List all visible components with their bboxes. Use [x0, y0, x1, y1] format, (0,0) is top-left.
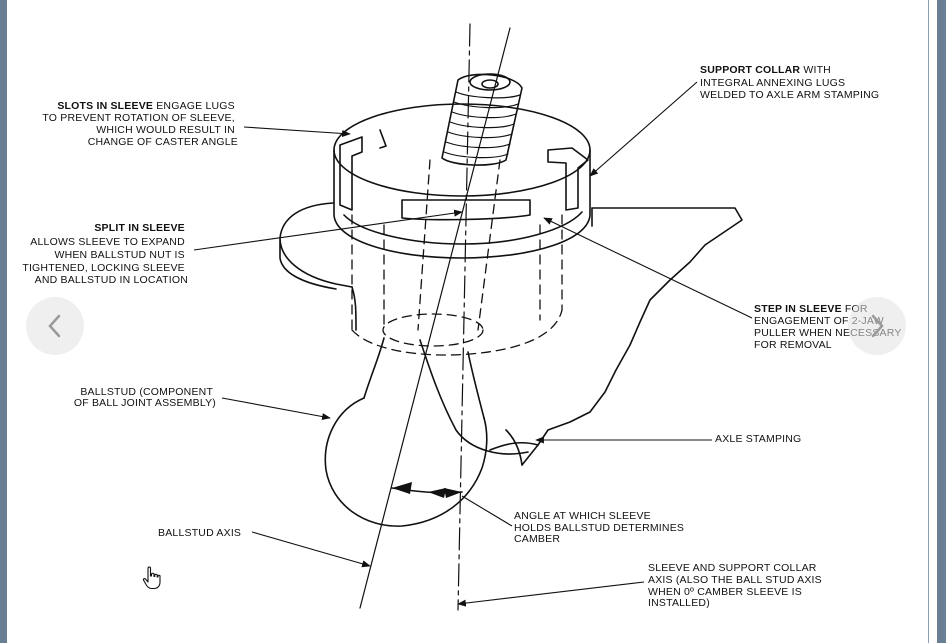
- ballstud-thread: [441, 73, 523, 166]
- camber-arrow-left: [392, 482, 412, 494]
- label-split: SPLIT IN SLEEVE ALLOWS SLEEVE TO EXPAND …: [22, 222, 188, 286]
- sleeve-hidden-neck: [382, 313, 484, 347]
- ballstud-ball: [324, 397, 488, 527]
- ballstud-internal: [419, 339, 529, 455]
- label-ballstud: BALLSTUD (COMPONENT OF BALL JOINT ASSEMB…: [74, 386, 216, 409]
- next-image-button[interactable]: [848, 297, 906, 355]
- sleeve-hidden-bottom: [351, 309, 563, 356]
- window-frame-right: [928, 0, 946, 643]
- image-viewer: [7, 0, 928, 643]
- previous-image-button[interactable]: [26, 297, 84, 355]
- window-frame-edge: [937, 0, 946, 643]
- ballstud-axis-line: [359, 27, 511, 609]
- axle-stamping: [279, 202, 743, 466]
- axle-stamping-flange: [489, 429, 539, 466]
- support-collar-step: [343, 211, 583, 245]
- chevron-right-icon: [871, 314, 884, 338]
- sleeve-axis-line: [457, 23, 471, 611]
- label-sleeve-axis: SLEEVE AND SUPPORT COLLAR AXIS (ALSO THE…: [648, 562, 825, 609]
- label-ballstud-axis: BALLSTUD AXIS: [158, 527, 241, 539]
- leader-slots: [243, 126, 351, 137]
- leader-ballstud: [221, 397, 331, 421]
- leader-ballstud-axis: [251, 531, 371, 568]
- leader-angle: [461, 495, 513, 527]
- sleeve-split: [401, 199, 531, 221]
- ballstud-neck: [363, 337, 485, 419]
- axle-stamping-lower-edge: [351, 207, 593, 331]
- leader-support-collar: [589, 81, 698, 177]
- chevron-left-icon: [48, 314, 61, 338]
- leader-step: [543, 217, 753, 319]
- label-slots: SLOTS IN SLEEVE ENGAGE LUGS TO PREVENT R…: [42, 100, 238, 148]
- leader-split: [193, 209, 463, 251]
- right-annexing-lug: [547, 147, 589, 211]
- camber-arrow-right: [428, 488, 446, 498]
- support-collar-side: [333, 149, 591, 259]
- label-axle-stamping: AXLE STAMPING: [715, 433, 801, 445]
- window-frame-left: [0, 0, 7, 643]
- left-slot: [379, 129, 387, 149]
- sleeve-hidden-taper: [417, 159, 501, 331]
- hand-pointer-icon: [142, 566, 161, 590]
- leader-sleeve-axis: [457, 581, 645, 607]
- left-annexing-lug: [339, 136, 363, 211]
- label-camber-angle: ANGLE AT WHICH SLEEVE HOLDS BALLSTUD DET…: [514, 510, 687, 545]
- label-support-collar: SUPPORT COLLAR WITH INTEGRAL ANNEXING LU…: [700, 64, 879, 101]
- ballstud-thread-end: [469, 73, 511, 91]
- camber-arrow-right-2: [444, 488, 462, 498]
